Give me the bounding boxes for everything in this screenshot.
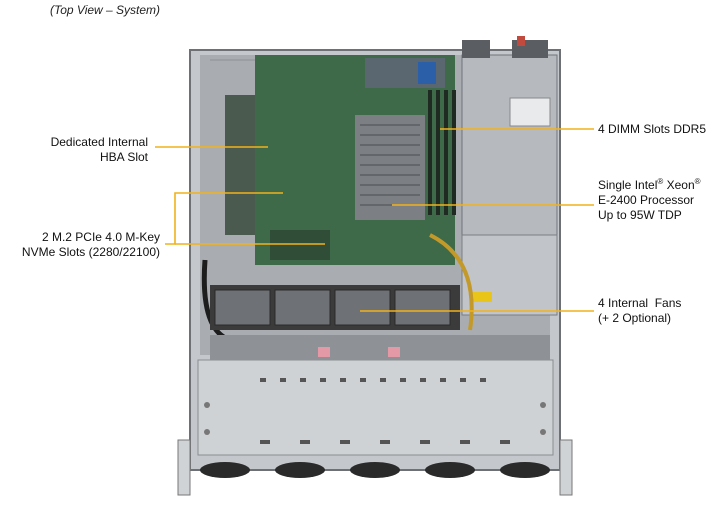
- rack-ear-left: [177, 439, 191, 496]
- cpu-heatsink: [355, 115, 425, 220]
- dimm-slots: [428, 90, 456, 215]
- cable-bundle-2: [429, 233, 474, 331]
- callout-processor: Single Intel® Xeon® E-2400 Processor Up …: [598, 178, 720, 223]
- callout-hba-slot: Dedicated Internal HBA Slot: [20, 135, 148, 165]
- figure-caption: (Top View – System): [50, 3, 161, 17]
- psu-connector-left: [462, 40, 490, 58]
- callout-m2-slots: 2 M.2 PCIe 4.0 M-Key NVMe Slots (2280/22…: [5, 230, 160, 260]
- drive-connectors: [318, 347, 400, 357]
- front-panel: [197, 359, 554, 456]
- vga-port: [418, 62, 436, 84]
- callout-fans: 4 Internal Fans (+ 2 Optional): [598, 296, 718, 326]
- processor-family: Xeon: [663, 178, 695, 192]
- registered-mark: ®: [657, 177, 664, 186]
- chassis-feet: [200, 462, 550, 478]
- callout-processor-line1: Single Intel® Xeon®: [598, 178, 720, 193]
- callout-hba-line1: Dedicated Internal: [50, 135, 148, 149]
- callout-m2-line2: NVMe Slots (2280/22100): [21, 245, 160, 259]
- registered-mark-2: ®: [694, 177, 701, 186]
- processor-brand: Single Intel: [598, 178, 658, 192]
- fans: [214, 289, 451, 326]
- callout-fans-line2: (+ 2 Optional): [598, 311, 672, 325]
- front-screws: [204, 402, 546, 435]
- psu-handle: [517, 36, 525, 46]
- callout-fans-line1: 4 Internal Fans: [598, 296, 682, 310]
- psu-label: [509, 97, 551, 127]
- callout-line-m2: [165, 192, 283, 245]
- callout-hba-line2: HBA Slot: [99, 150, 148, 164]
- callout-processor-line2: E-2400 Processor: [598, 193, 695, 207]
- warning-sticker: [470, 292, 492, 302]
- rack-ear-right: [559, 439, 573, 496]
- callout-lines: [155, 128, 594, 312]
- psu-lower-tray: [461, 234, 558, 316]
- psu: [461, 54, 558, 236]
- callout-m2-line1: 2 M.2 PCIe 4.0 M-Key: [41, 230, 160, 244]
- m2-slot-area: [270, 230, 330, 260]
- drive-area: [210, 335, 550, 360]
- callout-dimm-line1: 4 DIMM Slots DDR5: [598, 122, 707, 136]
- callout-processor-line3: Up to 95W TDP: [598, 208, 682, 222]
- front-vent-holes: [260, 378, 510, 444]
- callout-dimm-slots: 4 DIMM Slots DDR5: [598, 122, 718, 137]
